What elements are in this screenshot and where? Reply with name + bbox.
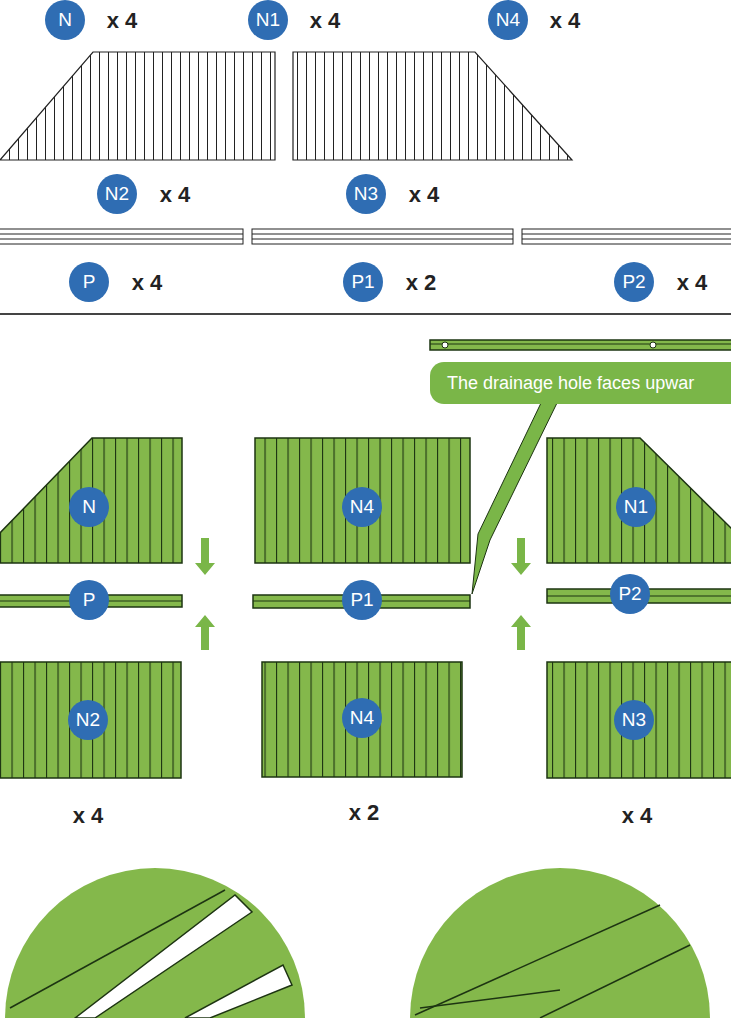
node-text: N [58, 9, 72, 31]
quantity-label: x 4 [160, 182, 191, 208]
part-badge: N3 [346, 174, 386, 214]
part-badge: N4 [342, 698, 382, 738]
part-badge: P2 [610, 574, 650, 614]
node-text: N1 [256, 9, 280, 31]
part-badge: P [69, 262, 109, 302]
part-badge: N4 [488, 0, 528, 40]
quantity-label: x 4 [310, 8, 341, 34]
quantity-label: x 4 [677, 270, 708, 296]
node-text: N3 [354, 183, 378, 205]
node-text: P2 [622, 271, 645, 293]
part-badge: P [69, 580, 109, 620]
node-text: N4 [350, 496, 374, 518]
part-badge: N1 [248, 0, 288, 40]
quantity-label: x 4 [550, 8, 581, 34]
node-text: P1 [350, 589, 373, 611]
part-badge: N [69, 487, 109, 527]
quantity-label: x 2 [349, 800, 380, 826]
node-text: P [83, 589, 96, 611]
part-badge: N3 [614, 700, 654, 740]
part-badge: P1 [342, 580, 382, 620]
quantity-label: x 4 [409, 182, 440, 208]
part-badge: N4 [342, 487, 382, 527]
quantity-label: x 4 [107, 8, 138, 34]
node-text: N [82, 496, 96, 518]
part-badge: N2 [97, 174, 137, 214]
node-text: N2 [105, 183, 129, 205]
part-badge: P2 [614, 262, 654, 302]
node-text: N2 [76, 709, 100, 731]
quantity-label: x 4 [132, 270, 163, 296]
note-callout: The drainage hole faces upwar [430, 362, 731, 404]
node-text: The drainage hole faces upwar [447, 373, 694, 394]
node-text: P2 [618, 583, 641, 605]
node-text: P [83, 271, 96, 293]
part-badge: P1 [343, 262, 383, 302]
part-badge: N1 [616, 487, 656, 527]
part-badge: N2 [68, 700, 108, 740]
node-text: N1 [624, 496, 648, 518]
part-badge: N [45, 0, 85, 40]
quantity-label: x 2 [406, 270, 437, 296]
node-text: N3 [622, 709, 646, 731]
quantity-label: x 4 [73, 803, 104, 829]
node-text: N4 [350, 707, 374, 729]
node-text: P1 [351, 271, 374, 293]
node-text: N4 [496, 9, 520, 31]
quantity-label: x 4 [622, 803, 653, 829]
